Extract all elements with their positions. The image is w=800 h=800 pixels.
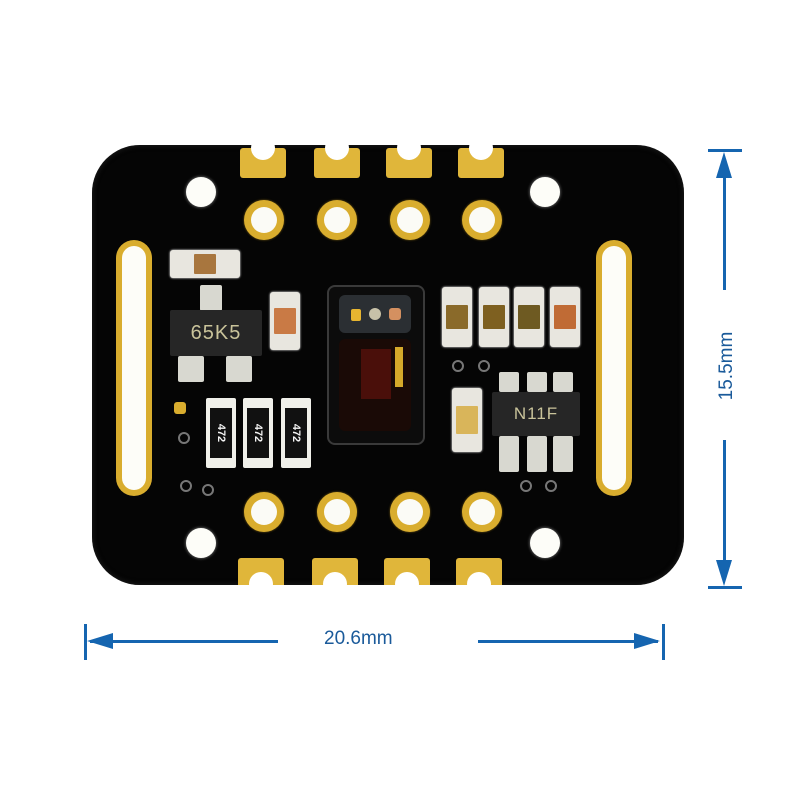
bottom-pad-1 [238, 558, 284, 596]
top-pad-4 [458, 136, 504, 178]
width-line-right [478, 640, 658, 643]
bottom-through-hole-2 [317, 492, 357, 532]
top-through-hole-1 [244, 200, 284, 240]
height-label: 15.5mm [716, 331, 737, 401]
test-pad [174, 402, 186, 414]
height-line-bottom [723, 440, 726, 570]
width-tick-right [662, 624, 665, 660]
resistor-472-2: 472 [243, 398, 273, 468]
ic-lead [178, 356, 204, 382]
width-tick-left [84, 624, 87, 660]
resistor [270, 292, 300, 350]
via [478, 360, 490, 372]
ic-lead [527, 436, 547, 472]
via [520, 480, 532, 492]
via [178, 432, 190, 444]
bottom-through-hole-3 [390, 492, 430, 532]
ic-lead [553, 436, 573, 472]
gold-trace [395, 347, 403, 387]
regulator-ic-right: N11F [492, 392, 580, 436]
bottom-pad-4 [456, 558, 502, 596]
ic-lead [527, 372, 547, 392]
via [545, 480, 557, 492]
ic-marking: N11F [513, 404, 559, 423]
height-tick-top [708, 149, 742, 152]
bottom-pad-3 [384, 558, 430, 596]
width-line-left [90, 640, 278, 643]
top-pad-3 [386, 136, 432, 178]
top-through-hole-3 [390, 200, 430, 240]
regulator-ic-left: 65K5 [170, 310, 262, 356]
height-arrow-up-icon [716, 152, 732, 178]
led-white [369, 308, 381, 320]
ic-marking: 65K5 [190, 321, 242, 344]
led-yellow [351, 309, 361, 321]
top-pad-1 [240, 136, 286, 178]
mounting-hole-bottom-left [186, 528, 216, 558]
width-label: 20.6mm [324, 628, 393, 649]
photodiode-window [339, 339, 411, 431]
mounting-hole-top-right [530, 177, 560, 207]
capacitor-r2 [479, 287, 509, 347]
slot-left [116, 240, 152, 496]
led-red [389, 308, 401, 320]
bottom-through-hole-1 [244, 492, 284, 532]
via [202, 484, 214, 496]
capacitor-r5 [452, 388, 482, 452]
mounting-hole-top-left [186, 177, 216, 207]
resistor-472-3: 472 [281, 398, 311, 468]
sensor-led-window [339, 295, 411, 333]
bottom-pad-2 [312, 558, 358, 596]
top-through-hole-2 [317, 200, 357, 240]
height-line-top [723, 170, 726, 290]
ic-lead [226, 356, 252, 382]
capacitor-r1 [442, 287, 472, 347]
width-arrow-left-icon [87, 633, 113, 649]
mounting-hole-bottom-right [530, 528, 560, 558]
ic-lead [200, 285, 222, 311]
bottom-through-hole-4 [462, 492, 502, 532]
resistor-472-1: 472 [206, 398, 236, 468]
ic-lead [553, 372, 573, 392]
height-arrow-down-icon [716, 560, 732, 586]
capacitor-r4 [550, 287, 580, 347]
capacitor [170, 250, 240, 278]
via [180, 480, 192, 492]
width-arrow-right-icon [634, 633, 660, 649]
capacitor-r3 [514, 287, 544, 347]
board-bottom-mask [92, 585, 684, 605]
ic-lead [499, 372, 519, 392]
ic-lead [499, 436, 519, 472]
top-pad-2 [314, 136, 360, 178]
optical-sensor [327, 285, 425, 445]
slot-right [596, 240, 632, 496]
photodiode [361, 349, 391, 399]
top-through-hole-4 [462, 200, 502, 240]
height-tick-bottom [708, 586, 742, 589]
via [452, 360, 464, 372]
